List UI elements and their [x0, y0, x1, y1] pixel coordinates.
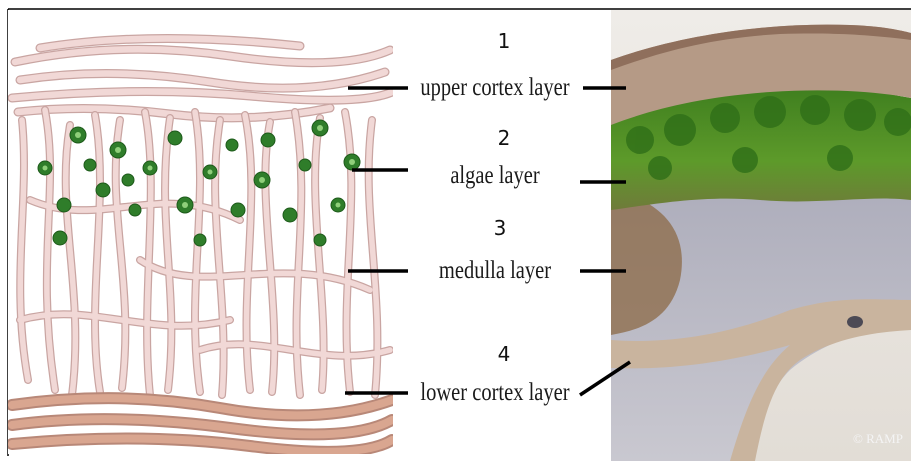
layer-number-1: 1: [484, 30, 524, 52]
layer-label-algae: algae layer: [413, 162, 577, 190]
layer-number-2: 2: [484, 127, 524, 149]
lichen-micrograph: [611, 10, 911, 461]
layer-label-upper-cortex: upper cortex layer: [413, 74, 577, 102]
photo-credit: © RAMP: [853, 431, 909, 447]
layer-label-medulla: medulla layer: [413, 257, 577, 285]
layer-label-lower-cortex: lower cortex layer: [413, 379, 577, 407]
layer-number-4: 4: [484, 343, 524, 365]
lichen-illustration: [8, 10, 393, 460]
layer-number-3: 3: [480, 217, 520, 239]
